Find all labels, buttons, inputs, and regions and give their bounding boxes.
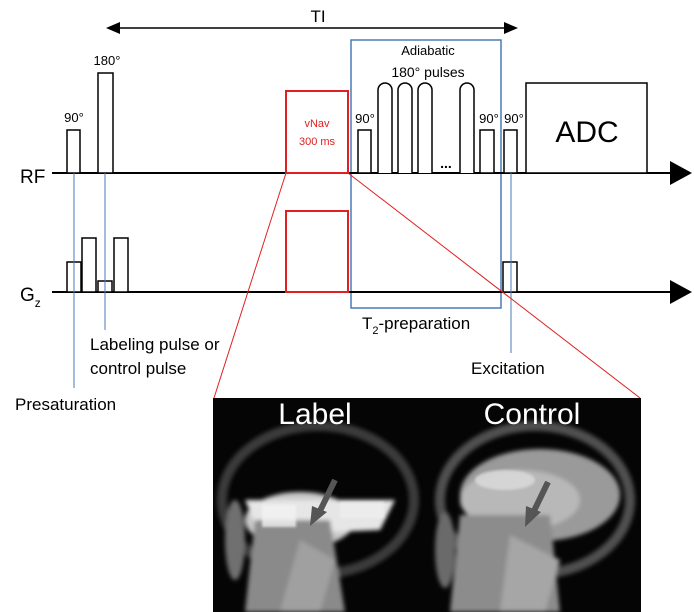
adiabatic-pulses [377, 82, 475, 173]
labeling-pulse-label-line2: control pulse [90, 359, 186, 378]
gz-axis-arrowhead [670, 280, 692, 304]
image-label-left: Label [278, 398, 351, 431]
vnav-rf-box [285, 90, 349, 174]
excitation-gz-pulse [502, 261, 518, 293]
adiabatic-pulse-2 [397, 82, 413, 173]
presaturation-label: Presaturation [15, 395, 116, 414]
pulse-90-label-t2-start: 90° [355, 111, 375, 126]
rf-axis-label: RF [20, 167, 45, 188]
pulse-90-label-left: 90° [64, 110, 84, 125]
gz-axis-label: Gz [20, 285, 41, 310]
ti-label: TI [310, 7, 325, 26]
vnav-label-line1: vNav [304, 118, 330, 130]
adiabatic-ellipsis: ... [440, 155, 452, 171]
rf-axis-arrowhead [670, 161, 692, 185]
mri-image-control: Control [427, 398, 641, 612]
adiabatic-label-line1: Adiabatic [401, 43, 455, 58]
labeling-pulse-label-line1: Labeling pulse or [90, 335, 220, 354]
zoom-line-right [347, 172, 641, 399]
adc-box [525, 82, 648, 174]
excitation-rf-pulse [503, 129, 518, 174]
vnav-gz-box [285, 210, 349, 293]
mri-image-label: Label [213, 398, 427, 612]
image-label-right: Control [484, 398, 581, 431]
adiabatic-pulse-3 [417, 82, 433, 173]
pulse-90-label-excitation: 90° [504, 111, 524, 126]
t2-prep-90-end-pulse [479, 129, 495, 174]
zoom-line-left [213, 172, 287, 399]
labeling-rf-pulse [97, 72, 114, 174]
t2-preparation-label: T2-preparation [362, 314, 470, 337]
adiabatic-pulse-1 [377, 82, 393, 173]
gz-pulses-left [66, 237, 129, 293]
adc-label: ADC [555, 116, 618, 149]
pulse-90-label-t2-end: 90° [479, 111, 499, 126]
presaturation-rf-pulse [66, 129, 81, 174]
excitation-label: Excitation [471, 359, 545, 378]
adiabatic-label-line2: 180° pulses [391, 64, 464, 80]
t2-prep-90-start-pulse [357, 129, 372, 174]
ti-arrow [106, 22, 518, 34]
pulse-180-label-left: 180° [94, 53, 121, 68]
adiabatic-pulse-4 [459, 82, 475, 173]
vnav-label-line2: 300 ms [299, 136, 336, 148]
